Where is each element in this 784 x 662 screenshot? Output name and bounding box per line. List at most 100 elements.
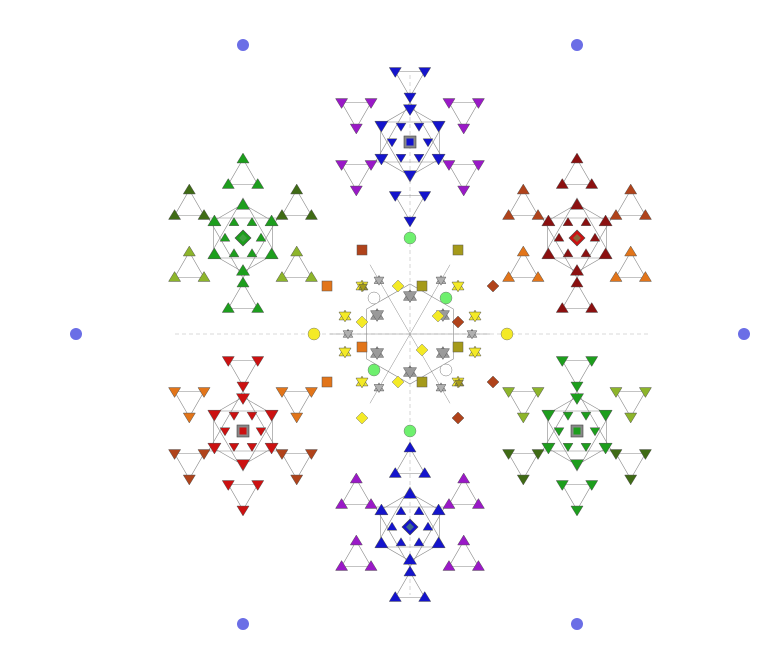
satellite-triangle [418, 191, 432, 202]
satellite-frame [448, 164, 479, 191]
center-gray-star-small [373, 384, 385, 394]
satellite-triangle [182, 474, 196, 486]
satellite-frame [394, 571, 426, 598]
satellite-triangle [624, 245, 638, 257]
satellite-triangle [457, 123, 471, 135]
inner-triangle-small [395, 122, 407, 132]
satellite-group [609, 183, 652, 220]
satellite-group [502, 449, 545, 486]
olive-star [358, 283, 368, 292]
satellite-triangle [388, 591, 402, 602]
inner-triangle-small [562, 443, 574, 452]
inner-triangle-small [562, 248, 574, 258]
satellite-triangle [502, 271, 516, 282]
cluster-triangle-line [541, 390, 613, 452]
satellite-triangle [457, 472, 471, 484]
inner-triangle [264, 442, 279, 455]
satellite-triangle [442, 498, 456, 509]
cluster-triangle-line [207, 410, 279, 472]
center-square-inner [573, 427, 581, 435]
satellite-group [335, 472, 378, 509]
satellite-frame [227, 282, 259, 309]
satellite-triangle [638, 387, 652, 398]
satellite-group [221, 276, 265, 313]
inner-triangle [374, 503, 389, 516]
center-gray-star [402, 367, 418, 379]
satellite-triangle [290, 183, 304, 195]
satellite-triangle [275, 271, 289, 282]
satellite-group [502, 183, 545, 220]
satellite-group [388, 441, 432, 478]
yellow-star [468, 347, 482, 359]
inner-triangle-small [413, 154, 425, 163]
yellow-star [355, 377, 369, 389]
satellite-triangle [364, 498, 378, 509]
satellite-triangle [236, 381, 250, 393]
satellite-group [609, 449, 652, 486]
satellite-group [442, 472, 485, 509]
satellite-frame [615, 391, 646, 418]
inner-triangle-small [255, 427, 267, 437]
satellite-triangle [168, 271, 182, 282]
center-hexagon [366, 283, 454, 385]
cluster-triangle-line [541, 217, 613, 279]
satellite-frame [615, 453, 646, 480]
inner-triangle [431, 536, 446, 549]
clusters [168, 67, 652, 602]
inner-triangle [569, 198, 585, 210]
center-square-inner [239, 427, 247, 435]
satellite-triangle [290, 412, 304, 424]
satellite-triangle [516, 183, 530, 195]
cluster-triangle-line [207, 197, 279, 259]
inner-triangle-small [562, 217, 574, 226]
satellite-triangle [502, 387, 516, 398]
satellite-triangle [403, 216, 417, 228]
satellite-triangle [585, 178, 599, 189]
satellite-triangle [388, 191, 402, 202]
olive-star [454, 379, 464, 388]
inner-triangle [264, 214, 279, 227]
satellite-triangle [221, 178, 235, 189]
inner-triangle [402, 553, 418, 565]
satellite-triangle [638, 449, 652, 460]
satellite-group [502, 387, 545, 424]
center-gray-star [370, 310, 385, 322]
satellite-triangle [609, 449, 623, 460]
inner-triangle [541, 409, 556, 422]
inner-triangle-small [386, 138, 398, 148]
cluster-triangle-line [207, 390, 279, 452]
satellite-triangle [364, 160, 378, 171]
center-circle [307, 327, 321, 341]
satellite-frame [174, 251, 205, 278]
satellite-triangle [570, 276, 584, 288]
satellite-group [555, 480, 599, 517]
inner-triangle-small [580, 443, 592, 452]
satellite-triangle [290, 474, 304, 486]
satellite-triangle [531, 449, 545, 460]
cluster-lower-left [168, 356, 318, 517]
satellite-triangle [570, 505, 584, 517]
inner-triangle [431, 120, 446, 133]
center-cluster [307, 231, 514, 438]
inner-triangle-small [580, 217, 592, 226]
satellite-triangle [236, 276, 250, 288]
inner-triangle [598, 247, 613, 260]
satellite-frame [394, 195, 426, 222]
satellite-group [609, 387, 652, 424]
satellite-triangle [457, 185, 471, 197]
satellite-group [555, 356, 599, 393]
satellite-triangle [349, 472, 363, 484]
satellite-triangle [570, 152, 584, 164]
satellite-group [388, 565, 432, 602]
satellite-triangle [304, 209, 318, 220]
satellite-triangle [471, 160, 485, 171]
inner-triangle [235, 393, 251, 405]
yellow-diamond [391, 279, 405, 293]
satellite-frame [615, 189, 646, 216]
satellite-triangle [570, 381, 584, 393]
satellite-triangle [197, 209, 211, 220]
cluster-triangle-line [541, 410, 613, 472]
inner-triangle-small [219, 232, 231, 242]
inner-triangle [541, 442, 556, 455]
satellite-triangle [624, 474, 638, 486]
